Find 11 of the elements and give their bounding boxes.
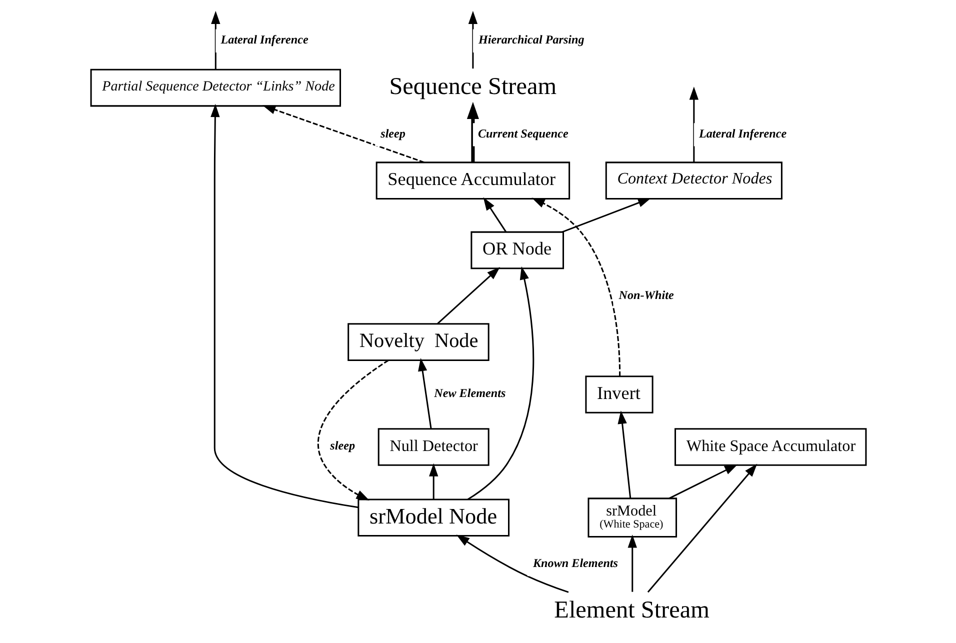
edge-label: New Elements <box>434 386 506 400</box>
edge-label: Current Sequence <box>477 126 568 140</box>
node-text: Element Stream <box>554 596 709 624</box>
node-text: Sequence Stream <box>388 73 556 100</box>
edge-label: Known Elements <box>532 556 618 570</box>
edge-label: Non-White <box>618 288 674 302</box>
edge-label: Hierarchical Parsing <box>478 32 584 46</box>
edge-label: Lateral Inference <box>698 126 786 140</box>
edge-label: sleep <box>380 126 405 140</box>
edge-label: sleep <box>330 438 355 453</box>
edge-label: Lateral Inference <box>220 32 308 46</box>
